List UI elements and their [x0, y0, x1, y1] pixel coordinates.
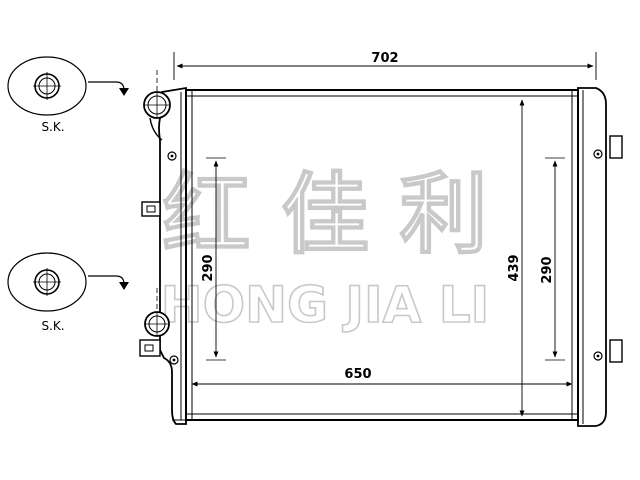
lower-sk-label: S.K.	[41, 319, 64, 333]
dimension-core-width-label: 650	[344, 367, 371, 382]
upper-sk-callout: S.K.	[7, 56, 129, 134]
lower-sk-callout: S.K.	[7, 252, 129, 333]
watermark-chinese: 红 佳 利	[162, 163, 487, 266]
dimension-left-mount-spacing: 290	[201, 157, 226, 361]
dimension-core-height: 439	[507, 99, 525, 417]
left-tank	[158, 86, 187, 425]
right-tank	[577, 87, 623, 427]
dimension-left-mount-spacing-label: 290	[201, 254, 216, 281]
lower-outlet-pipe	[144, 288, 170, 337]
upper-inlet-pipe	[143, 70, 171, 141]
upper-sk-label: S.K.	[41, 120, 64, 134]
watermark-english: HONG JIA LI	[161, 276, 489, 334]
dimension-right-mount-spacing-label: 290	[540, 256, 555, 283]
dimension-overall-width: 702	[173, 51, 597, 80]
dimension-overall-width-label: 702	[371, 51, 398, 66]
dimension-core-width: 650	[191, 367, 573, 387]
left-brackets	[139, 151, 179, 365]
dimension-right-mount-spacing: 290	[540, 157, 565, 361]
watermark: 红 佳 利 HONG JIA LI	[160, 162, 490, 335]
dimension-core-height-label: 439	[507, 254, 522, 281]
